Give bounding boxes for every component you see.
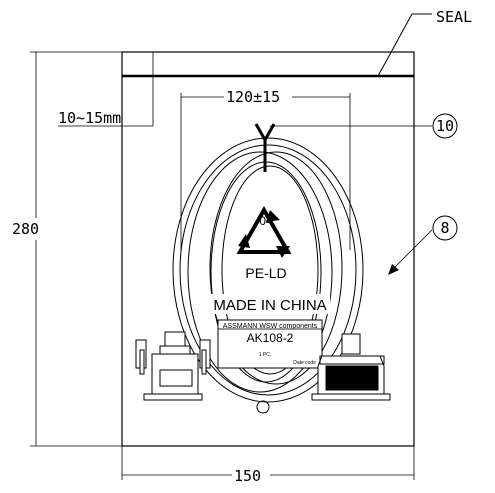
height-label-bg [8,218,60,240]
cable-width-label: 120±15 [226,88,280,106]
recycle-code: 04 [259,214,273,228]
callout-tie-circle [432,113,458,139]
recycle-icon [236,204,292,258]
seal-leader [377,13,432,77]
material-bg [240,264,292,282]
seal-label: SEAL [436,8,472,26]
cable-width-label-bg [224,86,292,106]
cable-tie [254,123,276,172]
bag-outline [121,51,415,447]
material-text: PE-LD [245,265,286,281]
origin-bg [210,294,330,314]
left-connector [135,331,211,401]
right-connector [311,333,391,401]
callout-bag-leader [391,229,433,271]
height-label: 280 [12,220,39,238]
callout-bag-circle [432,215,458,241]
hang-hole [256,400,270,414]
product-label [217,319,323,369]
label-date-code: Date code [293,360,316,366]
callout-bag-number: 8 [440,219,449,237]
label-brand: ASSMANN WSW components [223,323,318,330]
width-label: 150 [234,467,261,485]
label-part-number: AK108-2 [247,331,294,345]
callout-tie-number: 10 [436,117,454,135]
width-label-bg [232,464,270,486]
seal-gap-label: 10~15mm [58,109,121,127]
label-quantity: 1 PC. [259,352,272,358]
origin-text: MADE IN CHINA [213,297,326,314]
callout-bag-arrowhead [388,264,399,275]
